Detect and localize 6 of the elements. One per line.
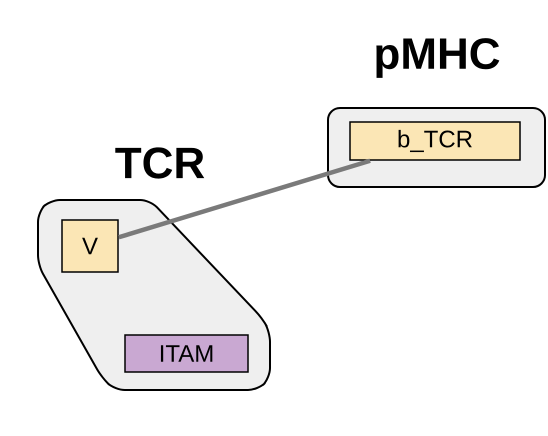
heading: TCR (115, 147, 204, 179)
heading: pMHC (376, 38, 500, 78)
label-box: b_TCR (349, 121, 521, 161)
label-box: V (61, 219, 119, 273)
connector-line (118, 158, 371, 240)
label-box: ITAM (124, 334, 249, 373)
